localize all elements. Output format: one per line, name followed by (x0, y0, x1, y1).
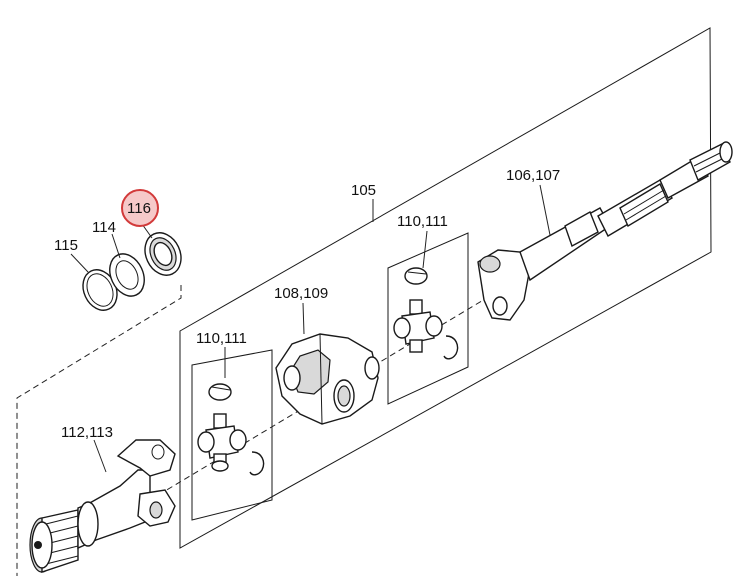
subframe-left-110-111 (191, 349, 273, 521)
seal-ring-115[interactable] (77, 264, 124, 316)
highlight-circle (121, 189, 159, 227)
label-105: 105 (351, 182, 376, 199)
subframe-right-110-111 (387, 232, 469, 405)
label-106-107: 106,107 (506, 167, 560, 184)
bearing-116[interactable] (138, 227, 187, 281)
lock-nut-114[interactable] (103, 248, 151, 301)
right-u-joint-cross[interactable] (393, 267, 459, 360)
assembly-dashed-line (16, 285, 182, 576)
left-u-joint-cross[interactable] (197, 383, 265, 476)
callout-116-highlight[interactable]: 116 (121, 189, 159, 227)
assembly-frame-105 (179, 27, 712, 549)
leader-lines (70, 184, 551, 473)
label-114: 114 (92, 219, 116, 236)
label-110-111-right: 110,111 (397, 213, 448, 230)
label-112-113: 112,113 (61, 424, 113, 441)
outer-axle-shaft[interactable] (477, 141, 733, 321)
center-coupling-yoke[interactable] (275, 333, 380, 425)
label-116: 116 (127, 200, 151, 217)
inner-axle-shaft[interactable] (29, 439, 176, 573)
label-108-109: 108,109 (274, 285, 328, 302)
label-110-111-left: 110,111 (196, 330, 247, 347)
spline-stub (29, 509, 79, 573)
label-115: 115 (54, 237, 78, 254)
